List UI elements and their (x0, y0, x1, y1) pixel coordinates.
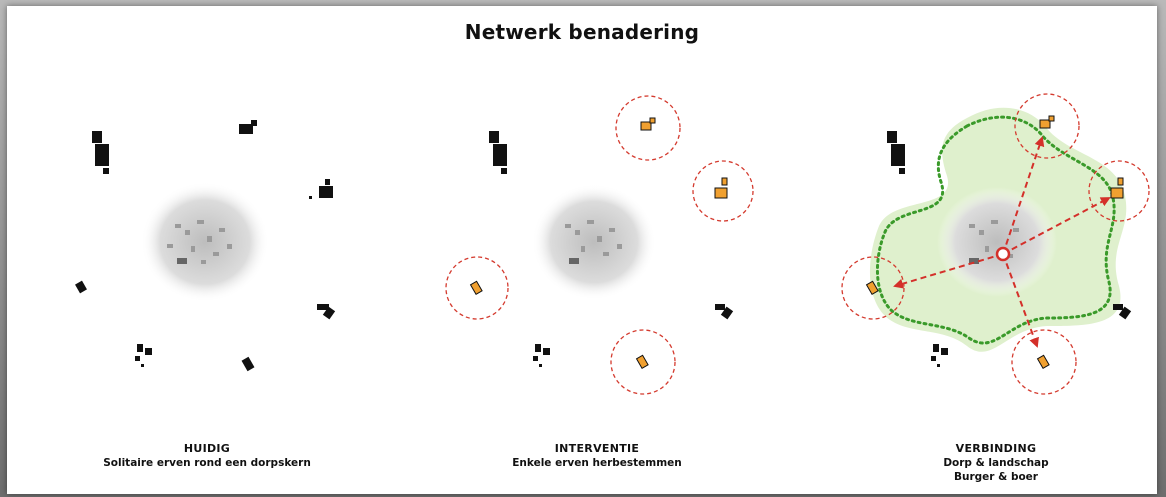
repurposed-farmstead (1011, 329, 1077, 395)
farmstead (1113, 304, 1132, 320)
repurposed-farmstead (445, 256, 509, 320)
caption-verbinding: VERBINDING Dorp & landschap Burger & boe… (836, 442, 1156, 484)
repurposed-farmstead (615, 95, 681, 161)
network-diagram (75, 93, 1150, 395)
farmstead (931, 344, 948, 367)
caption-line: Solitaire erven rond een dorpskern (103, 457, 311, 469)
farmstead (241, 356, 255, 372)
repurposed-farmstead (1088, 160, 1150, 222)
farmstead (715, 304, 734, 320)
panel-verbinding (841, 93, 1150, 395)
caption-line: Enkele erven herbestemmen (512, 457, 682, 469)
farmstead (533, 344, 550, 367)
farmstead (887, 131, 905, 174)
farmstead (489, 131, 507, 174)
farmstead (317, 304, 336, 320)
farmstead (92, 131, 109, 174)
village-hub (995, 246, 1011, 262)
repurposed-farmstead (692, 160, 754, 222)
connection-arrows (893, 136, 1111, 348)
caption-huidig: HUIDIG Solitaire erven rond een dorpsker… (47, 442, 367, 470)
page-title: Netwerk benadering (464, 20, 700, 44)
panel-interventie (445, 95, 754, 395)
village-core (141, 182, 269, 302)
caption-heading: INTERVENTIE (554, 442, 640, 455)
farmstead (75, 280, 87, 294)
panel-huidig (75, 120, 336, 372)
village-core (937, 187, 1057, 297)
caption-heading: VERBINDING (955, 442, 1037, 455)
farmstead (135, 344, 152, 367)
caption-interventie: INTERVENTIE Enkele erven herbestemmen (437, 442, 757, 470)
farmstead (309, 179, 333, 199)
caption-line: Burger & boer (954, 471, 1038, 483)
caption-line: Dorp & landschap (943, 457, 1049, 469)
caption-heading: HUIDIG (183, 442, 231, 455)
village-core (532, 184, 656, 300)
farmstead (239, 120, 257, 134)
diagram-card: Netwerk benadering (7, 6, 1157, 494)
repurposed-farmstead (1014, 93, 1080, 159)
repurposed-farmstead (610, 329, 676, 395)
repurposed-farmstead (841, 256, 905, 320)
